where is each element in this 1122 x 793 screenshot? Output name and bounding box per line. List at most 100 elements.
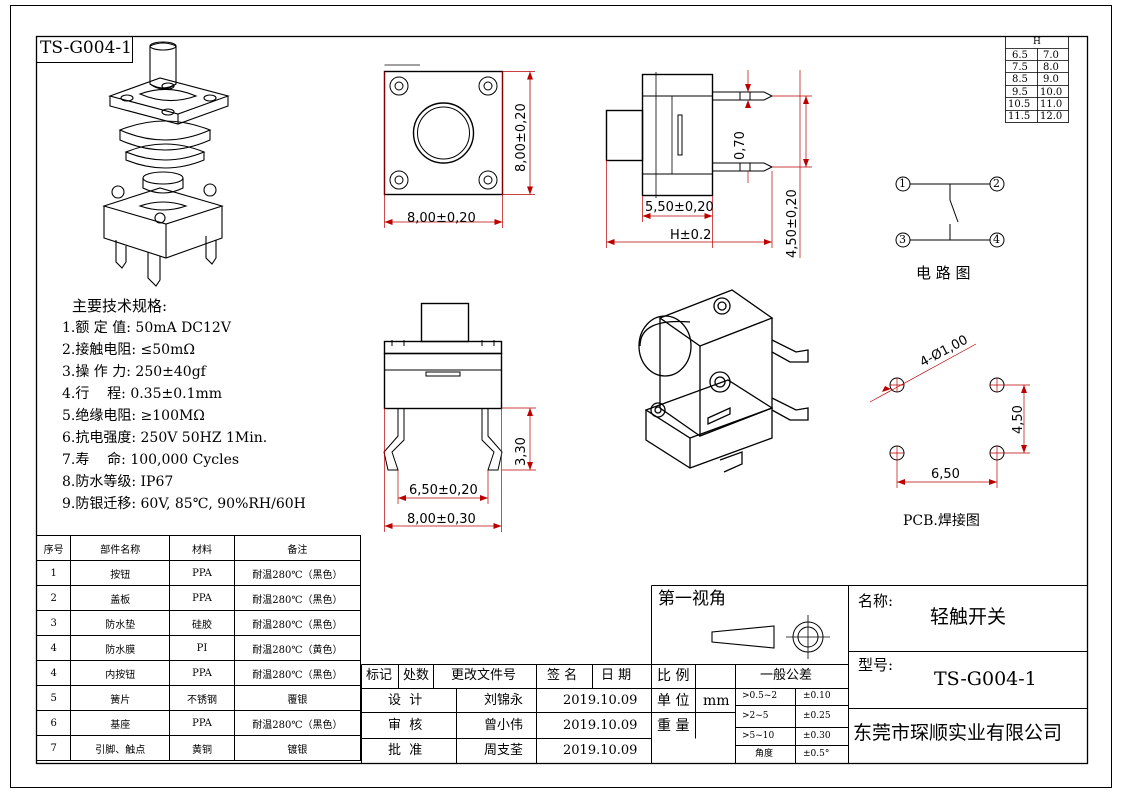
bom-cell: 耐温280℃（黑色） — [233, 560, 362, 586]
bom-cell: 耐温280℃（黑色） — [233, 610, 362, 636]
bom-cell: PPA — [169, 710, 235, 736]
tol-value: ±0.5° — [803, 749, 830, 759]
bom-cell: PPA — [169, 660, 235, 686]
pin-label-1: 1 — [899, 177, 906, 190]
title-block-grid — [361, 585, 1088, 764]
name-label: 名称: — [858, 592, 894, 610]
tol-range: 角度 — [755, 749, 774, 759]
bom-cell: 7 — [35, 735, 72, 761]
bom-cell: 黄铜 — [169, 735, 235, 761]
model-number: TS-G004-1 — [934, 668, 1037, 690]
designer-name: 刘锦永 — [484, 693, 524, 708]
spec-item: 9.防银迁移: 60V, 85℃, 90%RH/60H — [62, 496, 306, 512]
inner-frame — [35, 35, 1089, 765]
dim-top-width: 8,00±0,20 — [407, 211, 476, 226]
code-box-frame — [36, 36, 133, 63]
dim-top-height: 8,00±0,20 — [514, 103, 529, 172]
model-label: 型号: — [858, 656, 894, 674]
h-cell: 11.5 — [1008, 111, 1031, 122]
circuit-title: 电 路 图 — [916, 264, 971, 282]
h-cell: 9.0 — [1043, 74, 1059, 85]
bom-cell: 6 — [35, 710, 72, 736]
bom-cell: 耐温280℃（黑色） — [233, 585, 362, 611]
unit-value: mm — [703, 693, 730, 709]
h-cell: 10.5 — [1008, 99, 1031, 110]
bom-cell: 4 — [35, 660, 72, 686]
bom-cell: 按钮 — [70, 560, 171, 586]
h-cell: 12.0 — [1040, 111, 1063, 122]
circuit-diagram — [895, 176, 1005, 248]
side-view — [605, 70, 812, 258]
tol-value: ±0.30 — [803, 731, 831, 741]
approver-name: 周支荃 — [484, 743, 524, 758]
unit-label: 单 位 — [657, 693, 690, 709]
spec-title: 主要技术规格: — [72, 297, 168, 315]
h-table-grid — [1005, 36, 1069, 123]
spec-item: 5.绝缘电阻: ≥100MΩ — [62, 408, 205, 424]
bom-cell: 簧片 — [70, 685, 171, 711]
bom-cell: 盖板 — [70, 585, 171, 611]
review-date: 2019.10.09 — [563, 718, 638, 733]
dim-pcb-vertical: 4,50 — [1011, 405, 1026, 434]
reviewer-name: 曾小伟 — [484, 718, 524, 733]
bom-cell: PPA — [169, 560, 235, 586]
dim-leg-length: 3,30 — [514, 437, 529, 466]
bom-header: 材料 — [169, 535, 235, 561]
scale-label: 比 例 — [657, 668, 690, 684]
bom-cell: 耐温280℃（黑色） — [233, 660, 362, 686]
bom-cell: 5 — [35, 685, 72, 711]
bom-cell: 耐温280℃（黑色） — [233, 710, 362, 736]
bom-header-row: 序号 部件名称 材料 备注 — [35, 535, 362, 561]
tol-range: >0.5~2 — [742, 691, 778, 701]
top-view — [383, 64, 535, 228]
rev-header: 标记 — [366, 668, 393, 683]
dim-pin-gap: 0,70 — [733, 131, 748, 160]
pcb-layout — [869, 343, 1030, 488]
tolerance-title: 一般公差 — [760, 668, 813, 683]
bom-cell: 4 — [35, 635, 72, 661]
front-view — [383, 302, 536, 532]
rev-header: 处数 — [403, 668, 430, 683]
bom-cell: 引脚、触点 — [70, 735, 171, 761]
bom-cell: 覆银 — [233, 685, 362, 711]
bom-cell: 1 — [35, 560, 72, 586]
h-cell: 11.0 — [1040, 99, 1063, 110]
dim-outer-width: 8,00±0,30 — [407, 512, 476, 527]
tol-value: ±0.25 — [803, 711, 831, 721]
role-review: 审 核 — [388, 718, 423, 733]
spec-item: 6.抗电强度: 250V 50HZ 1Min. — [62, 430, 268, 446]
bom-cell: 3 — [35, 610, 72, 636]
h-cell: 6.5 — [1012, 50, 1028, 61]
spec-item: 2.接触电阻: ≤50mΩ — [62, 342, 195, 358]
pin-label-3: 3 — [899, 233, 906, 246]
role-design: 设 计 — [388, 693, 423, 708]
spec-item: 7.寿 命: 100,000 Cycles — [62, 452, 240, 468]
rev-header: 更改文件号 — [451, 668, 517, 683]
exploded-view — [102, 41, 230, 287]
pin-label-2: 2 — [993, 177, 1000, 190]
bom-cell: 基座 — [70, 710, 171, 736]
bom-cell: 镀银 — [233, 735, 362, 761]
spec-item: 3.操 作 力: 250±40gf — [62, 364, 206, 380]
spec-item: 1.额 定 值: 50mA DC12V — [62, 320, 231, 336]
weight-label: 重 量 — [657, 718, 690, 734]
bom-header: 备注 — [233, 535, 362, 561]
h-cell: 9.5 — [1012, 87, 1028, 98]
rev-header: 签 名 — [547, 668, 578, 683]
projection-label: 第一视角 — [658, 589, 726, 609]
pcb-title: PCB.焊接图 — [903, 513, 980, 529]
tol-range: >5~10 — [742, 731, 775, 741]
h-cell: 7.5 — [1012, 62, 1028, 73]
pin-label-4: 4 — [993, 233, 1000, 246]
bom-cell: PI — [169, 635, 235, 661]
dim-inner-width: 6,50±0,20 — [409, 483, 478, 498]
bom-header: 部件名称 — [70, 535, 171, 561]
tol-range: >2~5 — [742, 711, 769, 721]
